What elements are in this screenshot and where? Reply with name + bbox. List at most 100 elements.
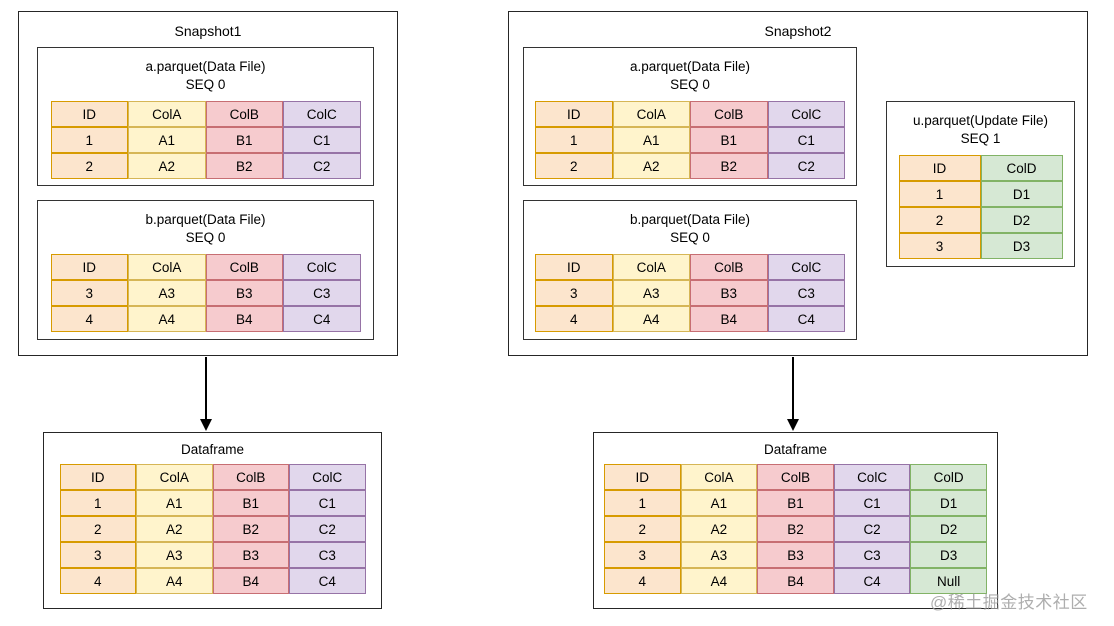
- arrow-line: [205, 357, 207, 420]
- column-header: ColB: [205, 101, 283, 127]
- cell: B3: [205, 280, 283, 306]
- cell: C1: [283, 127, 361, 153]
- column-header: ColB: [757, 464, 834, 490]
- column-header: ColA: [612, 254, 690, 280]
- cell: A1: [136, 490, 213, 516]
- snapshot2-file-b-seq: SEQ 0: [670, 230, 710, 245]
- cell: 3: [59, 542, 136, 568]
- cell: B2: [757, 516, 834, 542]
- arrow-line: [792, 357, 794, 420]
- cell: C4: [833, 568, 911, 594]
- snapshot2-title: Snapshot2: [764, 23, 832, 39]
- column-header: ColB: [205, 254, 283, 280]
- snapshot1-file-b-seq: SEQ 0: [185, 230, 226, 245]
- cell: 1: [604, 490, 681, 516]
- cell: A3: [612, 280, 690, 306]
- snapshot1-dataframe-title: Dataframe: [180, 442, 245, 457]
- cell: D2: [910, 516, 987, 542]
- cell: B4: [690, 306, 768, 332]
- cell: A2: [128, 153, 206, 179]
- column-header: ColD: [910, 464, 987, 490]
- snapshot1-file-b-name: b.parquet(Data File): [145, 212, 266, 227]
- column-header: ID: [604, 464, 681, 490]
- cell: B2: [212, 516, 289, 542]
- column-header: ColC: [283, 101, 361, 127]
- snapshot2-update-file-name: u.parquet(Update File): [912, 113, 1049, 128]
- cell: A4: [612, 306, 690, 332]
- column-header: ID: [59, 464, 136, 490]
- cell: D2: [980, 207, 1063, 233]
- cell: A1: [680, 490, 758, 516]
- cell: B2: [205, 153, 283, 179]
- snapshot2-file-a-seq: SEQ 0: [670, 77, 710, 92]
- cell: 3: [898, 233, 981, 259]
- column-header: ColA: [136, 464, 213, 490]
- cell: B1: [690, 127, 768, 153]
- snapshot1-title: Snapshot1: [174, 23, 242, 39]
- cell: C1: [289, 490, 366, 516]
- cell: C4: [289, 568, 366, 594]
- cell: 4: [59, 568, 136, 594]
- cell: 1: [50, 127, 128, 153]
- cell: 3: [535, 280, 613, 306]
- cell: A2: [136, 516, 213, 542]
- column-header: ColA: [612, 101, 690, 127]
- cell: A2: [680, 516, 758, 542]
- column-header: ID: [535, 254, 613, 280]
- column-header: ColB: [690, 101, 768, 127]
- cell: A3: [680, 542, 758, 568]
- column-header: ID: [535, 101, 613, 127]
- column-header: ColC: [767, 254, 845, 280]
- cell: D3: [910, 542, 987, 568]
- cell: 2: [535, 153, 613, 179]
- column-header: ColB: [212, 464, 289, 490]
- cell: C4: [283, 306, 361, 332]
- cell: A4: [680, 568, 758, 594]
- watermark: @稀土掘金技术社区: [930, 593, 1088, 612]
- cell: 4: [604, 568, 681, 594]
- snapshot1-file-a-name: a.parquet(Data File): [145, 59, 266, 74]
- cell: B4: [757, 568, 834, 594]
- arrow-head-icon: [786, 419, 799, 431]
- cell: C4: [767, 306, 845, 332]
- cell: C2: [283, 153, 361, 179]
- cell: B2: [690, 153, 768, 179]
- cell: A4: [136, 568, 213, 594]
- cell: B4: [205, 306, 283, 332]
- cell: B1: [757, 490, 834, 516]
- cell: 4: [535, 306, 613, 332]
- cell: C3: [767, 280, 845, 306]
- column-header: ColA: [128, 101, 206, 127]
- cell: C1: [767, 127, 845, 153]
- cell: C3: [289, 542, 366, 568]
- cell: 1: [898, 181, 981, 207]
- column-header: ColC: [283, 254, 361, 280]
- cell: 2: [604, 516, 681, 542]
- cell: D1: [910, 490, 987, 516]
